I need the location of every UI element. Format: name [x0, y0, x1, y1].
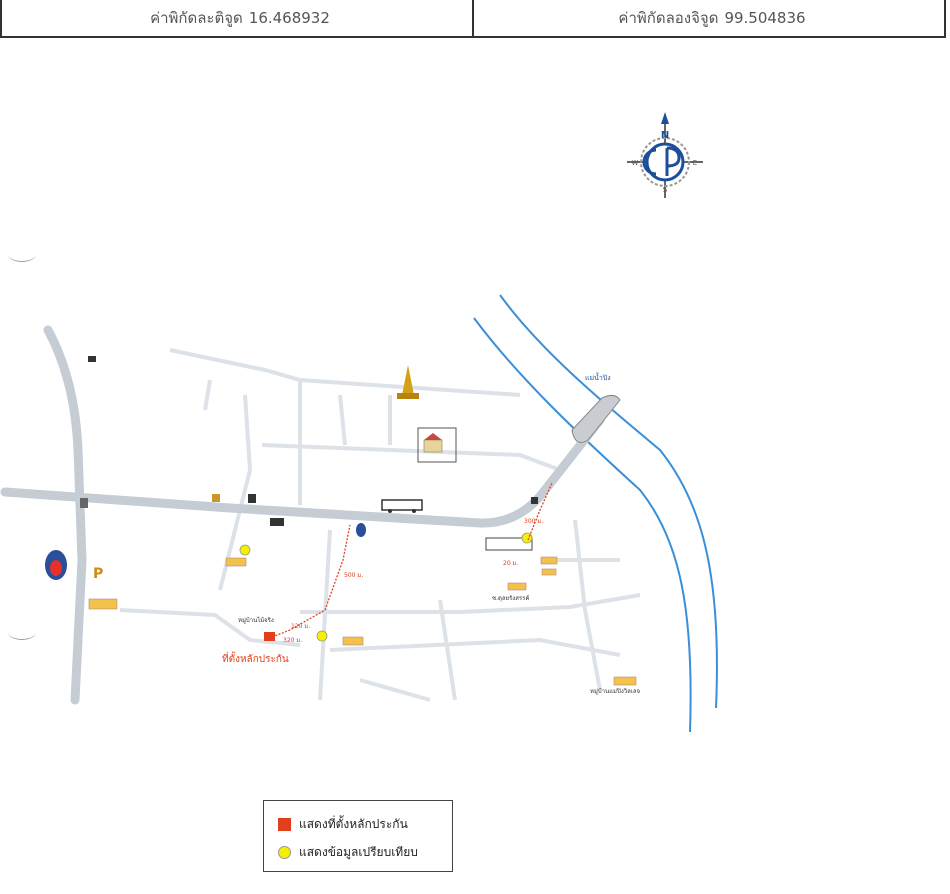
binder-hole-mark [8, 247, 36, 262]
soi-label: ซ.ดุลยรังสรรค์ [492, 594, 529, 602]
route-lines [271, 482, 553, 638]
bus-icon [381, 499, 423, 513]
coordinate-bar: ค่าพิกัดละติจูด 16.468932 ค่าพิกัดลองจิจ… [0, 0, 946, 38]
pt-station-logo: P [93, 566, 103, 582]
legend-site-label: แสดงที่ตั้งหลักประกัน [299, 817, 408, 831]
community-label: หมู่บ้านแม่ปิงวิลเลจ [590, 688, 640, 695]
distance-label-2: 120 ม. [291, 623, 310, 630]
house-icon [88, 556, 637, 686]
village-label: หมู่บ้านไม้จริง [238, 616, 274, 624]
longitude-value: 99.504836 [724, 9, 806, 27]
river-label: แม่น้ำปิง [585, 371, 611, 382]
compass-west-label: W [632, 159, 639, 167]
bridge-icon [571, 394, 621, 443]
gas-station-icon [356, 523, 366, 537]
main-roads [0, 325, 605, 705]
latitude-value: 16.468932 [248, 9, 330, 27]
temple-stupa-icon [397, 365, 419, 399]
row-houses [485, 537, 533, 551]
latitude-cell: ค่าพิกัดละติจูด 16.468932 [2, 0, 472, 36]
comparison-markers [239, 532, 533, 642]
school-icon [417, 427, 457, 463]
river [473, 294, 718, 733]
gas-station-icon [45, 550, 67, 580]
latitude-label: ค่าพิกัดละติจูด [150, 9, 243, 27]
distance-label-3: 500 ม. [344, 572, 363, 579]
legend-item-comparison: แสดงข้อมูลเปรียบเทียบ [278, 843, 418, 862]
compass-north-label: N [661, 130, 669, 141]
map-legend: แสดงที่ตั้งหลักประกัน แสดงข้อมูลเปรียบเท… [263, 800, 453, 872]
minor-roads [119, 348, 641, 702]
longitude-cell: ค่าพิกัดลองจิจูด 99.504836 [472, 0, 944, 36]
compass-rose-icon: N S E W [627, 112, 703, 198]
site-label: ที่ตั้งหลักประกัน [222, 651, 289, 665]
junction-marker [80, 498, 88, 508]
compass-south-label: S [663, 186, 668, 194]
longitude-label: ค่าพิกัดลองจิจูด [618, 9, 719, 27]
distance-label-4: 300 ม. [524, 518, 543, 525]
legend-item-site: แสดงที่ตั้งหลักประกัน [278, 815, 408, 834]
compass-east-label: E [693, 159, 697, 167]
legend-comparison-label: แสดงข้อมูลเปรียบเทียบ [299, 845, 418, 859]
site-marker [264, 632, 275, 641]
legend-site-swatch [278, 818, 291, 831]
distance-label-5: 20 ม. [503, 560, 518, 567]
binder-hole-mark [8, 625, 36, 640]
distance-label-1: 320 ม. [283, 637, 302, 644]
landmark-glyphs [88, 356, 538, 526]
legend-comparison-swatch [278, 846, 291, 859]
